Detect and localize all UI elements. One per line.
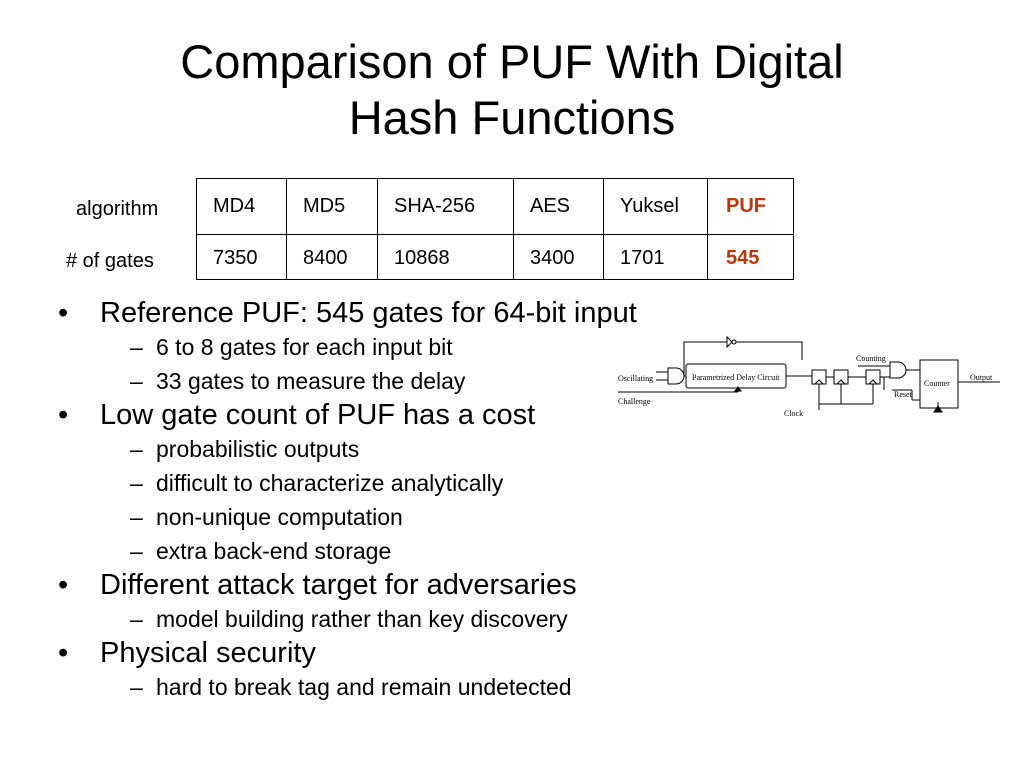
flip-flop-icon <box>865 369 881 385</box>
puf-circuit-diagram: Oscillating Challenge Parametrized Delay… <box>618 335 1000 418</box>
comparison-table: MD4 MD5 SHA-256 AES Yuksel PUF 7350 8400… <box>196 178 794 280</box>
counter-label: Counter <box>924 379 950 388</box>
flip-flop-icon <box>833 369 849 385</box>
sub-bullet-list: 6 to 8 gates for each input bit 33 gates… <box>100 330 637 398</box>
bullet-text: Different attack target for adversaries <box>100 569 577 601</box>
row-label-algorithm: algorithm <box>76 198 159 220</box>
clock-label: Clock <box>784 409 803 418</box>
bullet-item: Reference PUF: 545 gates for 64-bit inpu… <box>58 296 637 398</box>
output-label: Output <box>970 373 993 382</box>
bullet-text: Reference PUF: 545 gates for 64-bit inpu… <box>100 297 637 329</box>
table-cell: AES <box>513 178 604 235</box>
table-cell: SHA-256 <box>377 178 514 235</box>
bullet-item: Low gate count of PUF has a cost probabi… <box>58 398 637 568</box>
table-cell-puf: 545 <box>707 234 794 280</box>
sub-bullet-item: model building rather than key discovery <box>130 602 637 636</box>
bullet-text: Low gate count of PUF has a cost <box>100 399 536 431</box>
table-row-gates: 7350 8400 10868 3400 1701 545 <box>196 234 794 280</box>
flip-flop-icon <box>811 369 827 385</box>
sub-bullet-item: non-unique computation <box>130 500 637 534</box>
title-line-2: Hash Functions <box>348 91 676 144</box>
table-row-algorithms: MD4 MD5 SHA-256 AES Yuksel PUF <box>196 178 794 235</box>
table-cell: Yuksel <box>603 178 708 235</box>
table-cell: 7350 <box>196 234 287 280</box>
oscillating-label: Oscillating <box>618 374 653 383</box>
sub-bullet-item: extra back-end storage <box>130 534 637 568</box>
table-cell: 1701 <box>603 234 708 280</box>
bullet-item: Physical security hard to break tag and … <box>58 636 637 704</box>
sub-bullet-list: hard to break tag and remain undetected <box>100 670 637 704</box>
table-cell: MD4 <box>196 178 287 235</box>
bullet-item: Different attack target for adversaries … <box>58 568 637 636</box>
table-cell: MD5 <box>286 178 378 235</box>
bullet-text: Physical security <box>100 637 316 669</box>
and-gate-icon <box>889 361 907 379</box>
bullet-list: Reference PUF: 545 gates for 64-bit inpu… <box>58 296 637 704</box>
row-label-gates: # of gates <box>66 250 154 272</box>
reset-label: Reset <box>894 390 913 399</box>
table-cell: 3400 <box>513 234 604 280</box>
and-gate-icon <box>667 367 685 385</box>
slide-title: Comparison of PUF With Digital Hash Func… <box>0 34 1024 146</box>
title-line-1: Comparison of PUF With Digital <box>180 35 844 88</box>
sub-bullet-list: model building rather than key discovery <box>100 602 637 636</box>
sub-bullet-item: 33 gates to measure the delay <box>130 364 637 398</box>
challenge-label: Challenge <box>618 397 651 406</box>
counting-label: Counting <box>856 354 886 363</box>
sub-bullet-item: hard to break tag and remain undetected <box>130 670 637 704</box>
feedback-buffer-icon <box>726 335 733 349</box>
sub-bullet-item: difficult to characterize analytically <box>130 466 637 500</box>
sub-bullet-item: 6 to 8 gates for each input bit <box>130 330 637 364</box>
table-cell: 8400 <box>286 234 378 280</box>
table-cell: 10868 <box>377 234 514 280</box>
sub-bullet-list: probabilistic outputs difficult to chara… <box>100 432 637 568</box>
sub-bullet-item: probabilistic outputs <box>130 432 637 466</box>
delay-circuit-label: Parametrized Delay Circuit <box>692 373 780 382</box>
table-cell-puf: PUF <box>707 178 794 235</box>
